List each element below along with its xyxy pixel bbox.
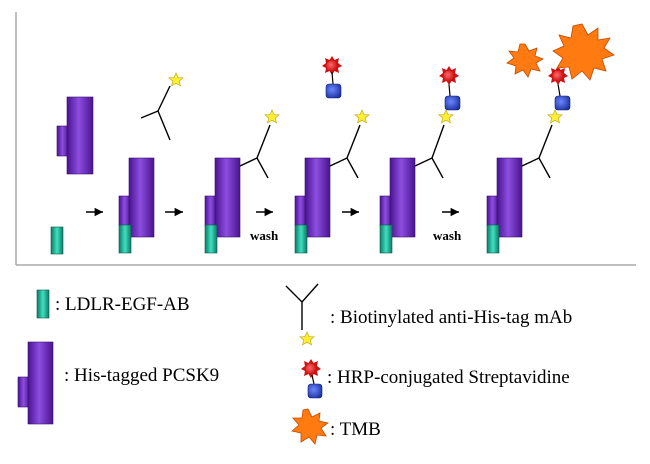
legend-tmb: : TMB [291, 408, 381, 445]
legend-ldlr-label: : LDLR-EGF-AB [55, 294, 190, 315]
tmb-burst-small [506, 43, 544, 78]
legend-ldlr: : LDLR-EGF-AB [36, 289, 190, 319]
complex-step-2 [204, 109, 280, 254]
wash-label-1: wash [250, 228, 279, 243]
tmb-burst-large [552, 23, 615, 81]
legend-antibody: : Biotinylated anti-His-tag mAb [285, 283, 572, 346]
complex-step-4 [379, 66, 461, 254]
legend-pcsk9: : His-tagged PCSK9 [17, 341, 219, 425]
pcsk9-free [56, 96, 94, 175]
legend-pcsk9-label: : His-tagged PCSK9 [64, 365, 219, 386]
antibody-symbol [285, 283, 319, 346]
legend-antibody-label: : Biotinylated anti-His-tag mAb [330, 307, 572, 328]
legend-streptavidin: : HRP-conjugated Streptavidine [301, 359, 570, 399]
pcsk9-symbol [17, 341, 54, 425]
complex-step-1 [118, 157, 155, 254]
complex-step-3 [294, 109, 370, 254]
legend-streptavidin-label: : HRP-conjugated Streptavidine [327, 367, 570, 388]
ldlr-symbol [36, 289, 50, 319]
wash-label-2: wash [433, 228, 462, 243]
complex-step-5 [486, 66, 571, 254]
streptavidin-hrp-symbol [301, 359, 323, 399]
streptavidin-hrp-free [322, 56, 342, 99]
tmb-symbol [291, 408, 329, 445]
legend-tmb-label: : TMB [330, 419, 381, 440]
ldlr-coated-well-1 [50, 226, 64, 255]
plate-frame [15, 12, 636, 266]
antibody-free [140, 72, 184, 141]
